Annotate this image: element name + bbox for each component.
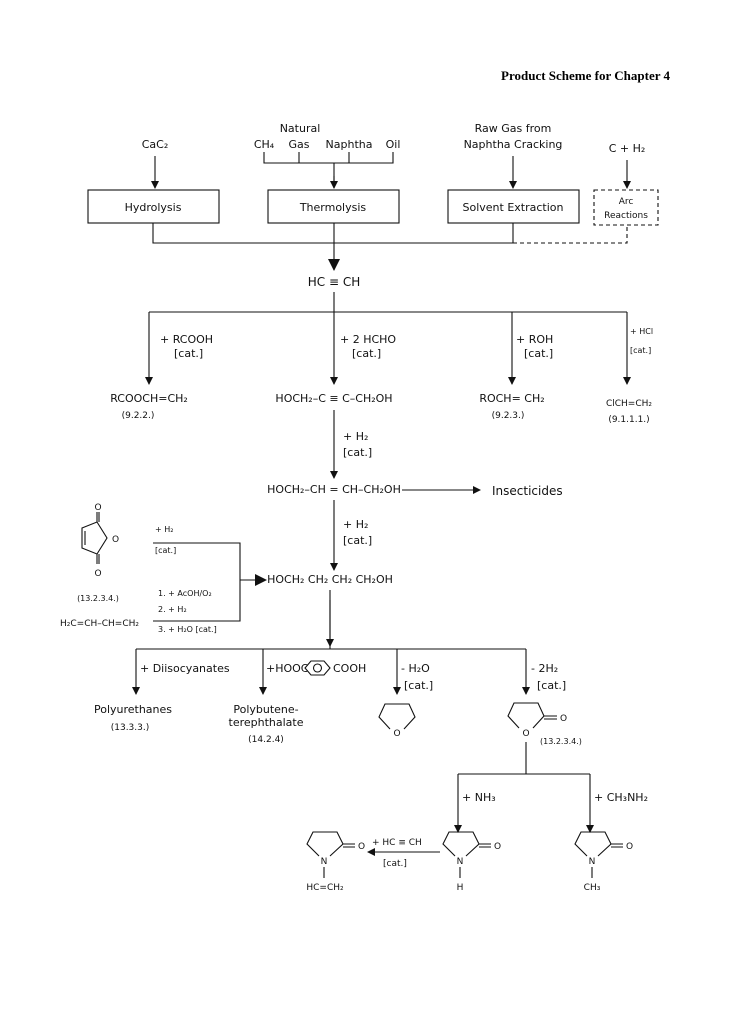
nmp-carbonyl xyxy=(611,843,623,848)
gbl-ring xyxy=(507,702,545,729)
cat-step-2: [cat.] xyxy=(343,534,372,547)
butanediol: HOCH₂ CH₂ CH₂ CH₂OH xyxy=(267,573,393,586)
reagent-cooh: COOH xyxy=(333,662,366,675)
nmp-n: N xyxy=(589,857,596,867)
benzene-ring-icon xyxy=(304,660,331,676)
gbl-distribution xyxy=(458,742,590,775)
vinyl-ester: RCOOCH=CH₂ xyxy=(110,392,188,405)
cat-step-1: [cat.] xyxy=(343,446,372,459)
converging-bracket xyxy=(153,542,241,622)
solvent-extraction-box xyxy=(447,189,580,224)
reagent-ch3nh2: + CH₃NH₂ xyxy=(594,791,648,804)
source-natural: Natural xyxy=(280,122,321,135)
hydrolysis-label: Hydrolysis xyxy=(125,201,182,214)
cat-thf: [cat.] xyxy=(404,679,433,692)
polyurethanes-ref: (13.3.3.) xyxy=(111,723,150,733)
reagent-rcooh: + RCOOH xyxy=(160,333,213,346)
reagent-nh3: + NH₃ xyxy=(462,791,496,804)
pyrrolidone-h: H xyxy=(457,883,464,893)
source-gas: Gas xyxy=(289,138,310,151)
nvp-vinyl: HC=CH₂ xyxy=(306,883,344,893)
nvp-carbonyl xyxy=(343,843,355,848)
maleic-ref: (13.2.3.4.) xyxy=(77,594,119,603)
gbl-exo-oxygen: O xyxy=(560,714,567,724)
maleic-cat: [cat.] xyxy=(155,546,176,555)
source-cac2: CaC₂ xyxy=(142,138,169,151)
pyrrolidone-carbonyl xyxy=(479,843,491,848)
acetylene-distribution xyxy=(149,292,627,313)
arc-collector-dashed xyxy=(513,225,628,244)
cat-hcho: [cat.] xyxy=(352,347,381,360)
butenediol: HOCH₂–CH = CH–CH₂OH xyxy=(267,483,401,496)
reagent-hcl: + HCl xyxy=(630,327,653,336)
butanediol-distribution xyxy=(136,590,526,650)
cat-vinylation: [cat.] xyxy=(383,859,407,869)
cat-gbl: [cat.] xyxy=(537,679,566,692)
maleic-o-ring: O xyxy=(112,535,119,545)
feed-connector xyxy=(263,152,394,188)
butadiene-step1: 1. + AcOH/O₂ xyxy=(158,589,212,598)
pbt-ref: (14.2.4) xyxy=(248,735,284,745)
nmp-ch3: CH₃ xyxy=(584,883,601,893)
thf-oxygen: O xyxy=(393,729,400,739)
pbt-line1: Polybutene- xyxy=(233,703,298,716)
gbl-ring-oxygen: O xyxy=(522,729,529,739)
butadiene-step3: 3. + H₂O [cat.] xyxy=(158,625,217,634)
maleic-o-top: O xyxy=(94,503,101,513)
page-title: Product Scheme for Chapter 4 xyxy=(501,68,670,83)
cat-hcl: [cat.] xyxy=(630,346,651,355)
maleic-o-bottom: O xyxy=(94,569,101,579)
vinyl-ester-ref: (9.2.2.) xyxy=(122,411,155,421)
arc-label: Arc xyxy=(619,197,634,207)
source-naphtha-cracking: Naphtha Cracking xyxy=(464,138,563,151)
pyrrolidone-n: N xyxy=(457,857,464,867)
reagent-minus-2h2: - 2H₂ xyxy=(531,662,558,675)
solvent-extraction-label: Solvent Extraction xyxy=(463,201,564,214)
arc-reactions-box xyxy=(593,189,659,226)
pyrrolidone-o: O xyxy=(494,842,501,852)
vinyl-ether: ROCH= CH₂ xyxy=(479,392,544,405)
pbt-line2: terephthalate xyxy=(229,716,304,729)
cat-rcooh: [cat.] xyxy=(174,347,203,360)
nvp-n: N xyxy=(321,857,328,867)
hydrolysis-box xyxy=(87,189,220,224)
vinyl-chloride-ref: (9.1.1.1.) xyxy=(608,415,649,425)
butynediol: HOCH₂–C ≡ C–CH₂OH xyxy=(275,392,392,405)
nmp-ring xyxy=(574,831,612,857)
nmp-o: O xyxy=(626,842,633,852)
reagent-hooc: +HOOC xyxy=(266,662,309,675)
pyrrolidone-ring xyxy=(442,831,480,857)
thf-ring xyxy=(378,703,416,730)
reagent-diisocyanates: + Diisocyanates xyxy=(140,662,230,675)
h2-step-2: + H₂ xyxy=(343,518,368,531)
acetylene: HC ≡ CH xyxy=(308,275,361,289)
vinyl-ether-ref: (9.2.3.) xyxy=(492,411,525,421)
source-ch4: CH₄ xyxy=(254,138,275,151)
gbl-ref: (13.2.3.4.) xyxy=(540,737,582,746)
source-raw-gas: Raw Gas from xyxy=(475,122,552,135)
thermolysis-label: Thermolysis xyxy=(299,201,367,214)
nvp-ring xyxy=(306,831,344,857)
insecticides: Insecticides xyxy=(492,484,563,498)
butadiene: H₂C=CH–CH=CH₂ xyxy=(60,619,139,629)
reagent-roh: + ROH xyxy=(516,333,553,346)
butadiene-step2: 2. + H₂ xyxy=(158,605,187,614)
maleic-anhydride-structure xyxy=(81,512,108,564)
polyurethanes: Polyurethanes xyxy=(94,703,172,716)
reactions-label: Reactions xyxy=(604,211,648,221)
reagent-minus-h2o: - H₂O xyxy=(401,662,430,675)
source-c-h2: C + H₂ xyxy=(609,142,646,155)
nvp-o: O xyxy=(358,842,365,852)
cat-roh: [cat.] xyxy=(524,347,553,360)
source-oil: Oil xyxy=(386,138,401,151)
h2-step-1: + H₂ xyxy=(343,430,368,443)
maleic-h2: + H₂ xyxy=(155,525,173,534)
collector-line xyxy=(152,223,514,244)
vinyl-chloride: ClCH=CH₂ xyxy=(606,399,652,409)
gbl-carbonyl xyxy=(544,715,557,720)
source-naphtha: Naphtha xyxy=(326,138,373,151)
reagent-acetylene: + HC ≡ CH xyxy=(372,838,422,848)
reagent-hcho: + 2 HCHO xyxy=(340,333,396,346)
